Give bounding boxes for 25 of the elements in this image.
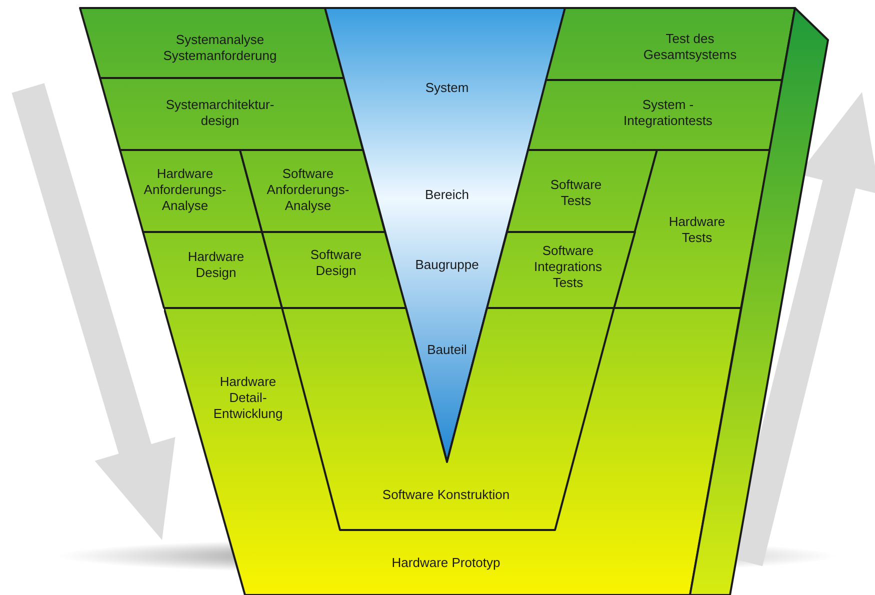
- phase-label: Test des Gesamtsystems: [642, 31, 738, 63]
- phase-region: [614, 150, 770, 308]
- phase-label: Hardware Prototyp: [390, 555, 502, 571]
- phase-region: [507, 150, 657, 232]
- phase-label: Software Integrations Tests: [533, 243, 603, 291]
- phase-label: Software Anforderungs-Analyse: [266, 166, 350, 214]
- phase-label: Hardware Tests: [668, 214, 726, 246]
- phase-label: Systemanalyse Systemanforderung: [162, 32, 278, 64]
- phase-label: Software Design: [309, 247, 363, 279]
- level-label: System: [424, 80, 470, 96]
- phase-label: Hardware Anforderungs-Analyse: [142, 166, 228, 214]
- phase-region: [528, 80, 782, 150]
- phase-label: Software Tests: [549, 177, 603, 209]
- phase-region: [546, 8, 795, 80]
- level-label: Bauteil: [426, 342, 468, 358]
- phase-label: Hardware Design: [186, 249, 246, 281]
- phase-region: [100, 78, 363, 150]
- phase-label: Hardware Detail-Entwicklung: [212, 374, 284, 422]
- level-label: Baugruppe: [414, 257, 480, 273]
- phase-label: Systemarchitektur-design: [164, 97, 276, 129]
- phase-label: System - Integrationtests: [622, 97, 714, 129]
- phase-label: Software Konstruktion: [381, 487, 511, 503]
- phase-region: [240, 150, 385, 232]
- phase-region: [80, 8, 344, 78]
- level-label: Bereich: [424, 187, 470, 203]
